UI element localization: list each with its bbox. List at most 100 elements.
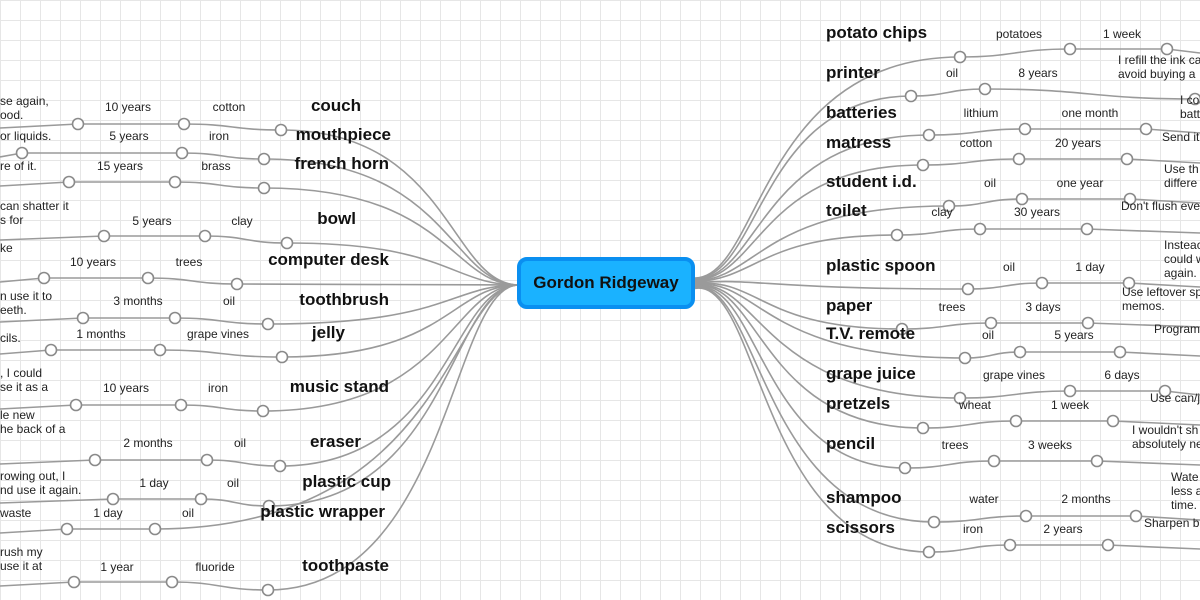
branch-node[interactable]: [1101, 538, 1115, 552]
branch-node[interactable]: [71, 117, 85, 131]
branch-node[interactable]: [106, 492, 120, 506]
branch-node[interactable]: [168, 175, 182, 189]
branch-node[interactable]: [1019, 509, 1033, 523]
branch-node[interactable]: [1018, 122, 1032, 136]
branch-node[interactable]: [927, 515, 941, 529]
branch-node[interactable]: [904, 89, 918, 103]
branch-node[interactable]: [44, 343, 58, 357]
branch-node[interactable]: [1063, 384, 1077, 398]
branch-node[interactable]: [1129, 509, 1143, 523]
branch-node[interactable]: [275, 350, 289, 364]
branch-node[interactable]: [1120, 152, 1134, 166]
topic-node[interactable]: potato chips: [826, 23, 928, 42]
branch-node[interactable]: [922, 128, 936, 142]
branch-node[interactable]: [973, 222, 987, 236]
branch-node[interactable]: [165, 575, 179, 589]
central-topic[interactable]: Gordon Ridgeway: [517, 257, 695, 309]
branch-node[interactable]: [1063, 42, 1077, 56]
branch-node[interactable]: [273, 459, 287, 473]
branch-node[interactable]: [916, 158, 930, 172]
topic-node[interactable]: french horn: [294, 154, 389, 173]
branch-node[interactable]: [1013, 345, 1027, 359]
branch-node[interactable]: [890, 228, 904, 242]
branch-node[interactable]: [174, 398, 188, 412]
branch-node[interactable]: [922, 545, 936, 559]
branch-node[interactable]: [262, 499, 276, 513]
branch-node[interactable]: [958, 351, 972, 365]
branch-node[interactable]: [261, 583, 275, 597]
branch-node[interactable]: [1160, 42, 1174, 56]
branch-node[interactable]: [1035, 276, 1049, 290]
branch-node[interactable]: [67, 575, 81, 589]
branch-node[interactable]: [1139, 122, 1153, 136]
topic-node[interactable]: scissors: [826, 518, 895, 537]
branch-node[interactable]: [261, 317, 275, 331]
branch-node[interactable]: [15, 146, 29, 160]
branch-node[interactable]: [274, 123, 288, 137]
branch-node[interactable]: [60, 522, 74, 536]
branch-node[interactable]: [1090, 454, 1104, 468]
branch-node[interactable]: [916, 421, 930, 435]
branch-node[interactable]: [148, 522, 162, 536]
branch-node[interactable]: [76, 311, 90, 325]
branch-node[interactable]: [1080, 222, 1094, 236]
branch-node[interactable]: [1123, 192, 1137, 206]
branch-node[interactable]: [1188, 92, 1200, 106]
topic-node[interactable]: T.V. remote: [826, 324, 916, 343]
branch-node[interactable]: [953, 50, 967, 64]
topic-node[interactable]: computer desk: [268, 250, 389, 269]
branch-node[interactable]: [62, 175, 76, 189]
branch-node[interactable]: [230, 277, 244, 291]
branch-node[interactable]: [978, 82, 992, 96]
branch-node[interactable]: [898, 461, 912, 475]
topic-node[interactable]: paper: [826, 296, 873, 315]
branch-node[interactable]: [953, 391, 967, 405]
branch-node[interactable]: [257, 181, 271, 195]
branch-node[interactable]: [177, 117, 191, 131]
branch-node[interactable]: [141, 271, 155, 285]
branch-node[interactable]: [1106, 414, 1120, 428]
branch-node[interactable]: [1158, 384, 1172, 398]
branch-node[interactable]: [895, 322, 909, 336]
branch-node[interactable]: [1012, 152, 1026, 166]
branch-node[interactable]: [1009, 414, 1023, 428]
topic-node[interactable]: plastic spoon: [826, 256, 936, 275]
branch-node[interactable]: [97, 229, 111, 243]
branch-node[interactable]: [984, 316, 998, 330]
branch-node[interactable]: [37, 271, 51, 285]
topic-node[interactable]: pencil: [826, 434, 876, 453]
branch-node[interactable]: [987, 454, 1001, 468]
branch-node[interactable]: [153, 343, 167, 357]
topic-node[interactable]: toothbrush: [299, 290, 389, 309]
branch-node[interactable]: [1122, 276, 1136, 290]
topic-node[interactable]: shampoo: [826, 488, 902, 507]
topic-node[interactable]: music stand: [289, 377, 389, 396]
branch-node[interactable]: [200, 453, 214, 467]
branch-node[interactable]: [1003, 538, 1017, 552]
branch-node[interactable]: [1081, 316, 1095, 330]
topic-node[interactable]: printer: [826, 63, 880, 82]
branch-node[interactable]: [256, 404, 270, 418]
topic-node[interactable]: plastic cup: [302, 472, 391, 491]
branch-node[interactable]: [1113, 345, 1127, 359]
topic-node[interactable]: plastic wrapper: [260, 502, 385, 521]
topic-node[interactable]: couch: [310, 96, 361, 115]
branch-node[interactable]: [168, 311, 182, 325]
branch-node[interactable]: [198, 229, 212, 243]
topic-node[interactable]: matress: [826, 133, 892, 152]
topic-node[interactable]: grape juice: [826, 364, 916, 383]
topic-node[interactable]: eraser: [309, 432, 361, 451]
topic-node[interactable]: batteries: [826, 103, 897, 122]
branch-node[interactable]: [1015, 192, 1029, 206]
topic-node[interactable]: toothpaste: [302, 556, 389, 575]
branch-node[interactable]: [257, 152, 271, 166]
topic-node[interactable]: toilet: [826, 201, 867, 220]
branch-node[interactable]: [175, 146, 189, 160]
topic-node[interactable]: jelly: [311, 323, 345, 342]
topic-node[interactable]: student i.d.: [826, 172, 917, 191]
branch-node[interactable]: [88, 453, 102, 467]
branch-node[interactable]: [961, 282, 975, 296]
topic-node[interactable]: bowl: [317, 209, 356, 228]
topic-node[interactable]: pretzels: [826, 394, 891, 413]
branch-node[interactable]: [194, 492, 208, 506]
